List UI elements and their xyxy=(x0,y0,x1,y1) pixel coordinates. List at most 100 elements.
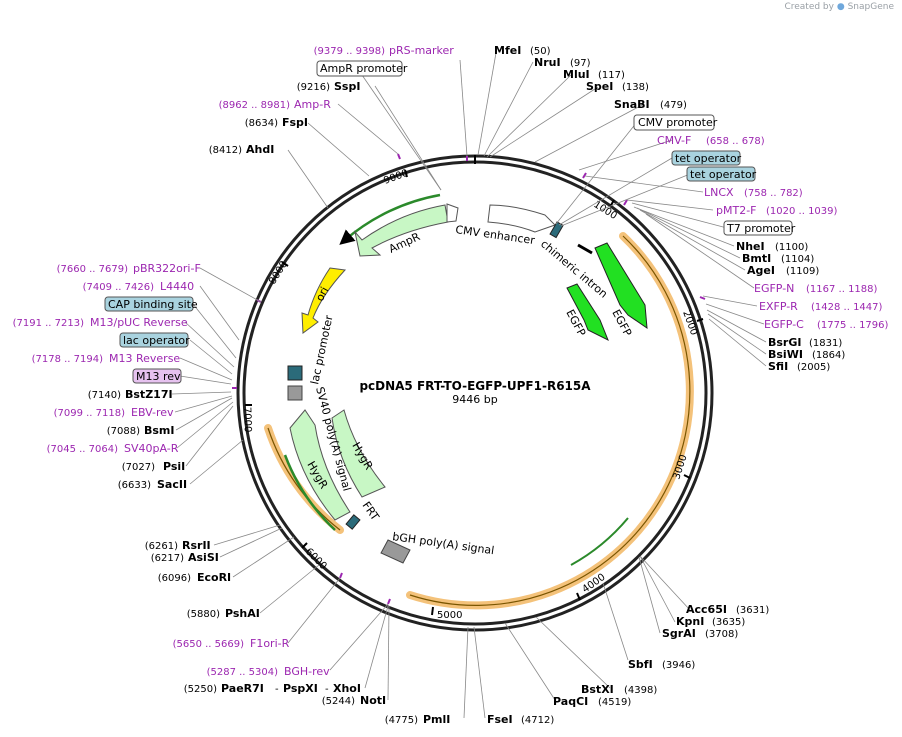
SacII-pos: (6633) xyxy=(118,480,151,491)
EcoRI-pos: (6096) xyxy=(158,573,191,584)
SpeI-pos: (138) xyxy=(622,82,649,93)
primer-tick-4 xyxy=(623,199,628,206)
SnaBI-name: SnaBI xyxy=(614,98,650,111)
M13pUC-name: M13/pUC Reverse xyxy=(90,316,188,329)
RsrII-name: RsrII xyxy=(182,539,211,552)
plasmid-name: pcDNA5 FRT-TO-EGFP-UPF1-R615A xyxy=(359,379,591,393)
tet-operator-label-2: tet operator xyxy=(690,168,757,181)
SfiI-name: SfiI xyxy=(768,360,788,373)
SspI-pos: (9216) xyxy=(297,82,330,93)
NheI-pos: (1100) xyxy=(775,242,808,253)
lac-operator-label: lac operator xyxy=(123,334,190,347)
primer-tick-9 xyxy=(387,598,391,605)
ori-arrow xyxy=(301,267,347,334)
NotI-name: NotI xyxy=(360,694,386,707)
orf-arc-hygr-line xyxy=(267,427,341,531)
PmlI-pos: (4775) xyxy=(385,715,418,726)
SbfI-pos: (3946) xyxy=(662,660,695,671)
SspI-name: SspI xyxy=(334,80,360,93)
NruI-name: NruI xyxy=(534,56,561,69)
L4440-name: L4440 xyxy=(160,280,194,293)
AgeI-name: AgeI xyxy=(747,264,775,277)
BsiWI-name: BsiWI xyxy=(768,348,803,361)
brand-text: SnapGene xyxy=(847,2,894,12)
snapgene-credit: Created by ● SnapGene xyxy=(784,2,894,12)
hygr-arrow-2 xyxy=(289,409,351,521)
Acc65I-name: Acc65I xyxy=(686,603,727,616)
SV40pA-name: SV40pA-R xyxy=(124,442,179,455)
tet-operator-box-1 xyxy=(671,150,741,166)
SpeI-name: SpeI xyxy=(586,80,613,93)
CMVF-pos: (658 .. 678) xyxy=(706,136,765,147)
EGFPN-pos: (1167 .. 1188) xyxy=(806,284,878,295)
pRS-pos: (9379 .. 9398) xyxy=(314,46,386,57)
snapgene-logo-icon: ● xyxy=(836,2,845,12)
CMVF-name: CMV-F xyxy=(657,134,691,147)
pMT2F-name: pMT2-F xyxy=(716,204,757,217)
lac-operator-box xyxy=(119,332,189,348)
Acc65I-pos: (3631) xyxy=(736,605,769,616)
cmv-enhancer-arrow xyxy=(487,204,556,233)
BsiWI-pos: (1864) xyxy=(812,350,845,361)
BsrGI-name: BsrGI xyxy=(768,336,801,349)
primer-tick-2 xyxy=(397,153,401,160)
ampr-arrow xyxy=(354,204,449,257)
m13-rev-box xyxy=(132,368,182,384)
AsiSI-name: AsiSI xyxy=(188,551,219,564)
credit-text: Created by xyxy=(784,2,834,12)
pBR322-pos: (7660 .. 7679) xyxy=(57,264,129,275)
PaeR7I-sep1: - xyxy=(275,684,279,695)
EBV-pos: (7099 .. 7118) xyxy=(54,408,126,419)
sv40-box xyxy=(287,385,303,401)
BsrGI-pos: (1831) xyxy=(809,338,842,349)
EGFPC-pos: (1775 .. 1796) xyxy=(817,320,889,331)
BGH-pos: (5287 .. 5304) xyxy=(207,667,279,678)
BstZ17I-pos: (7140) xyxy=(88,390,121,401)
pBR322-name: pBR322ori-F xyxy=(133,262,201,275)
LNCX-pos: (758 .. 782) xyxy=(744,188,803,199)
primer-tick-5 xyxy=(699,296,706,300)
primer-tick-8 xyxy=(339,572,343,579)
tick-7000: 7000 xyxy=(241,407,253,433)
BGH-name: BGH-rev xyxy=(284,665,330,678)
tick-mark-3000 xyxy=(683,474,691,479)
MluI-pos: (117) xyxy=(598,70,625,81)
orf-green-3 xyxy=(283,454,336,531)
PshAI-pos: (5880) xyxy=(187,609,220,620)
ampr-tail xyxy=(446,203,459,223)
cmv-promoter-label: CMV promoter xyxy=(638,116,718,129)
PspXI-name: PspXI xyxy=(283,682,318,695)
EXFPR-pos: (1428 .. 1447) xyxy=(811,302,883,313)
BstZ17I-name: BstZ17I xyxy=(125,388,173,401)
cap-binding-label: CAP binding site xyxy=(108,298,198,311)
M13pUC-pos: (7191 .. 7213) xyxy=(13,318,85,329)
orf-green-1 xyxy=(570,517,629,566)
EGFPN-name: EGFP-N xyxy=(754,282,794,295)
AsiSI-pos: (6217) xyxy=(151,553,184,564)
PaeR7I-sep2: - xyxy=(325,684,329,695)
bgh-box xyxy=(380,539,411,564)
F1ori-pos: (5650 .. 5669) xyxy=(173,639,245,650)
PaeR7I-name: PaeR7I xyxy=(221,682,264,695)
PshAI-name: PshAI xyxy=(225,607,260,620)
hygr-arrow-1 xyxy=(331,409,386,498)
F1ori-name: F1ori-R xyxy=(250,637,290,650)
tet-operator-box-2 xyxy=(686,166,756,182)
cmv-promoter-box xyxy=(633,114,715,131)
chimeric-intron-box xyxy=(549,221,564,239)
BstXI-pos: (4398) xyxy=(624,685,657,696)
tick-mark-6000 xyxy=(301,542,308,549)
SacII-name: SacII xyxy=(157,478,187,491)
KpnI-name: KpnI xyxy=(676,615,704,628)
FspI-name: FspI xyxy=(282,116,308,129)
tick-9000: 9000 xyxy=(382,168,410,187)
tet-operator-label-1: tet operator xyxy=(675,152,742,165)
tick-mark-8000 xyxy=(281,261,289,267)
NheI-name: NheI xyxy=(736,240,765,253)
NotI-pos: (5244) xyxy=(322,696,355,707)
egfp-arrow-1 xyxy=(594,242,648,330)
SnaBI-pos: (479) xyxy=(660,100,687,111)
plasmid-size: 9446 bp xyxy=(452,393,497,406)
M13Rev-name: M13 Reverse xyxy=(109,352,180,365)
BsmI-pos: (7088) xyxy=(107,426,140,437)
